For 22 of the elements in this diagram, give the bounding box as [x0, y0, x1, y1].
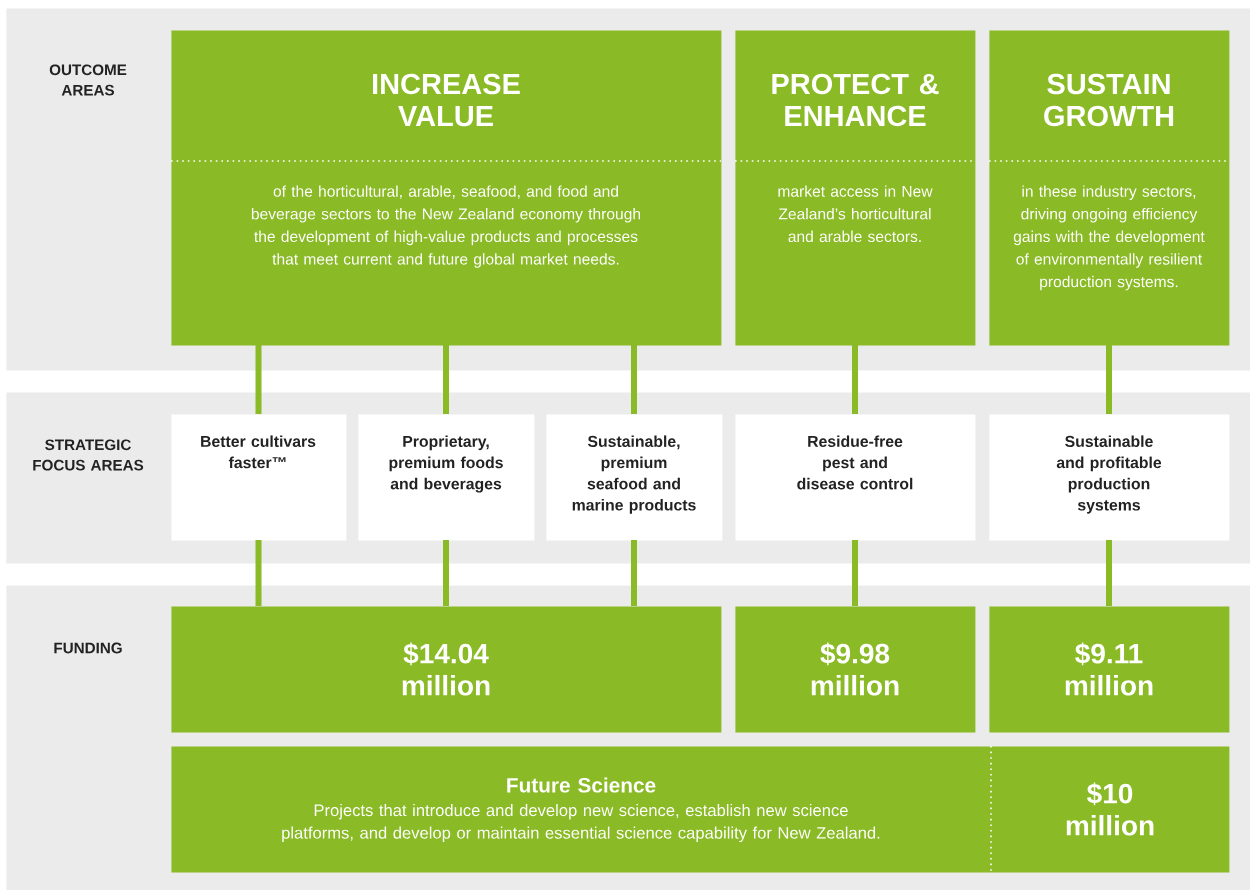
focus-box: Proprietary, premium foods and beverages	[358, 414, 535, 541]
funding-box: $14.04 million	[171, 606, 722, 733]
connector-line	[852, 540, 858, 606]
connector-line	[443, 540, 449, 606]
focus-box: Residue-free pest and disease control	[735, 414, 976, 541]
connector-line	[255, 345, 262, 414]
funding-box: $9.98 million	[735, 606, 976, 733]
focus-box: Sustainable, premium seafood and marine products	[546, 414, 723, 541]
outcome-box: SUSTAIN GROWTH in these industry sectors, driving ongoing efficiency gains with the development of environmentally resilient production systems.	[988, 30, 1230, 346]
focus-box: Sustainable and profitable production systems	[989, 414, 1230, 541]
connector-line	[1106, 345, 1112, 414]
focus-box: Better cultivars faster™	[171, 414, 347, 541]
connector-line	[443, 345, 449, 414]
connector-line	[852, 345, 858, 414]
outcome-box: PROTECT & ENHANCE market access in New Zealand’s horticultural and arable sectors.	[734, 30, 976, 346]
funding-box: $9.11 million	[989, 606, 1230, 733]
connector-line	[255, 540, 262, 606]
connector-line	[1106, 540, 1112, 606]
connector-line	[631, 540, 637, 606]
funding-box: Future Science Projects that introduce and develop new science, establish new science platforms, and develop or maintain essential science capability for New Zealand. $10 million	[171, 745, 1230, 873]
connector-line	[631, 345, 637, 414]
outcome-box: INCREASE VALUE of the horticultural, arable, seafood, and food and beverage sectors to the New Zealand economy through the development of high-value products and processes that meet current and future global market needs.	[170, 30, 722, 346]
